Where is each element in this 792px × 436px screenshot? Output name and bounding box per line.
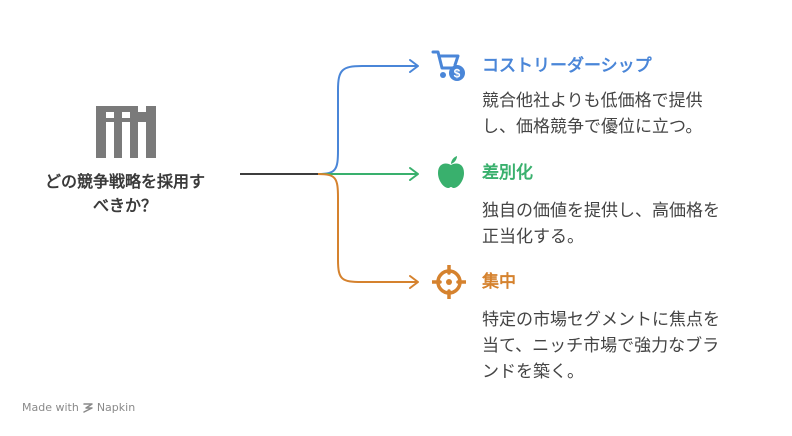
apple-icon (438, 156, 464, 188)
made-with-napkin-footer[interactable]: Made with Napkin (22, 401, 135, 414)
focus-arrowhead (409, 275, 419, 289)
diff-arrowhead (409, 167, 419, 181)
branch-title-cost-leadership: コストリーダーシップ (482, 56, 652, 76)
branch-desc-differentiation: 独自の価値を提供し、高価格を 正当化する。 (482, 198, 782, 250)
root-question-line: どの競争戦略を採用す (44, 172, 205, 191)
napkin-logo-icon (83, 402, 93, 413)
napkin-brand-label: Napkin (96, 401, 136, 414)
desc-line: 独自の価値を提供し、高価格を (482, 201, 720, 221)
shopping-cart-dollar-icon: $ (431, 50, 465, 81)
desc-line: 正当化する。 (482, 227, 584, 247)
branch-desc-cost-leadership: 競合他社よりも低価格で提供 し、価格競争で優位に立つ。 (482, 88, 782, 140)
branch-title-focus: 集中 (482, 272, 516, 292)
maze-icon (96, 106, 156, 158)
desc-line: 当て、ニッチ市場で強力なブラ (482, 336, 720, 356)
branch-desc-focus: 特定の市場セグメントに焦点を 当て、ニッチ市場で強力なブラ ンドを築く。 (482, 307, 782, 385)
desc-line: し、価格競争で優位に立つ。 (482, 117, 703, 137)
desc-line: 特定の市場セグメントに焦点を (482, 310, 720, 330)
svg-text:$: $ (454, 67, 461, 81)
root-question: どの競争戦略を採用す べきか？ (14, 170, 236, 218)
desc-line: 競合他社よりも低価格で提供 (482, 91, 703, 111)
root-question-line: べきか？ (92, 196, 157, 215)
crosshair-icon (432, 265, 466, 299)
focus-connector (317, 173, 418, 283)
cost-arrowhead (409, 59, 419, 73)
desc-line: ンドを築く。 (482, 362, 584, 382)
made-with-label: Made with (22, 401, 79, 414)
branch-title-differentiation: 差別化 (482, 163, 533, 183)
cost-connector (317, 65, 418, 175)
